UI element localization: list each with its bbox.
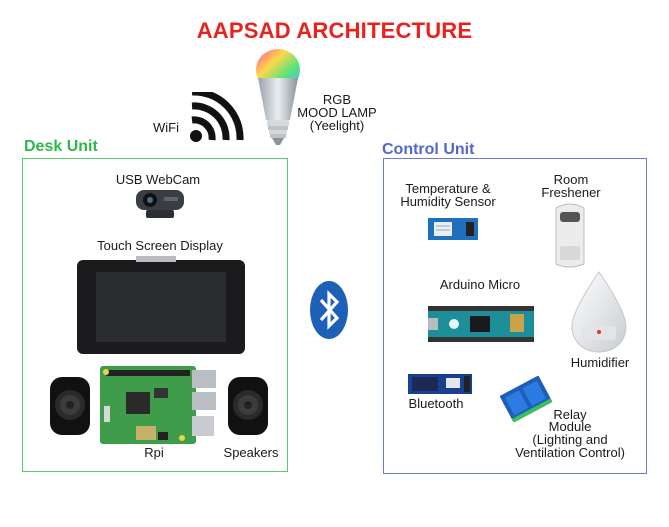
diagram-title: AAPSAD ARCHITECTURE [196,18,473,43]
temp-label-line2: Humidity Sensor [400,194,496,209]
lamp-label-line3: (Yeelight) [309,118,365,133]
display-label: Touch Screen Display [97,238,223,253]
lamp-label-line2: MOOD LAMP [297,105,377,120]
wifi-icon [190,92,244,142]
control-unit-box [383,158,647,474]
freshener-label-line1: Room [553,172,589,187]
desk-unit-box [22,158,288,472]
arduino-label: Arduino Micro [439,277,521,292]
touch-screen-display-icon [77,256,245,354]
speaker-right-icon [228,377,268,435]
webcam-icon [136,190,184,218]
relay-label-line1: Relay [553,407,587,422]
webcam-label: USB WebCam [115,172,201,187]
speakers-label: Speakers [223,445,279,460]
temperature-humidity-sensor-icon [428,218,478,240]
bluetooth-label: Bluetooth [408,396,464,411]
rgb-mood-lamp-icon [256,49,300,145]
humidifier-label: Humidifier [570,355,630,370]
desk-unit-title: Desk Unit [24,138,98,155]
bluetooth-icon [310,281,348,339]
raspberry-pi-icon [100,366,216,444]
arduino-micro-icon [428,306,534,342]
relay-label-line4: Ventilation Control) [515,445,625,460]
relay-label-line2: Module [548,419,592,434]
humidifier-icon [571,271,627,353]
bluetooth-module-icon [408,374,472,394]
relay-label-line3: (Lighting and [532,432,608,447]
relay-module-icon [500,376,552,422]
rpi-label: Rpi [144,445,164,460]
speaker-left-icon [50,377,90,435]
freshener-label-line2: Freshener [541,185,601,200]
room-freshener-icon [555,203,585,268]
control-unit-title: Control Unit [382,141,475,158]
wifi-label: WiFi [153,120,179,135]
lamp-label-line1: RGB [322,92,352,107]
temp-label-line1: Temperature & [405,181,491,196]
